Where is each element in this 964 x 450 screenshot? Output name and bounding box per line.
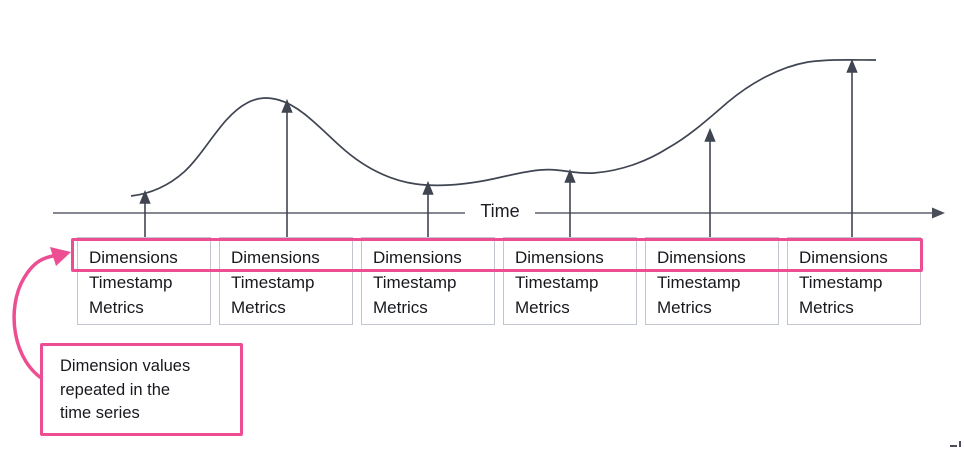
timestamp-label: Timestamp xyxy=(515,273,599,292)
callout-arrow xyxy=(12,253,60,383)
metrics-label: Metrics xyxy=(515,298,570,317)
record-box-1: Dimensions Timestamp Metrics xyxy=(77,237,211,325)
callout-text-line: time series xyxy=(60,404,140,422)
metrics-label: Metrics xyxy=(373,298,428,317)
record-box-3: Dimensions Timestamp Metrics xyxy=(361,237,495,325)
record-box-2: Dimensions Timestamp Metrics xyxy=(219,237,353,325)
callout-text-line: Dimension values xyxy=(60,357,191,375)
metrics-label: Metrics xyxy=(657,298,712,317)
timestamp-label: Timestamp xyxy=(373,273,457,292)
metrics-label: Metrics xyxy=(231,298,286,317)
metrics-label: Metrics xyxy=(799,298,854,317)
timestamp-label: Timestamp xyxy=(657,273,741,292)
dimensions-label: Dimensions xyxy=(799,248,888,267)
time-series-curve xyxy=(130,58,877,197)
time-axis-label: Time xyxy=(466,201,534,222)
timestamp-label: Timestamp xyxy=(231,273,315,292)
dimensions-label: Dimensions xyxy=(231,248,320,267)
callout-arrowhead-icon xyxy=(50,247,71,266)
dimensions-highlight-rect xyxy=(71,238,923,272)
dimensions-label: Dimensions xyxy=(89,248,178,267)
dimensions-label: Dimensions xyxy=(657,248,746,267)
axis-arrowhead-icon xyxy=(932,207,945,219)
record-box-6: Dimensions Timestamp Metrics xyxy=(787,237,921,325)
timestamp-label: Timestamp xyxy=(89,273,173,292)
dimensions-label: Dimensions xyxy=(373,248,462,267)
corner-artifact xyxy=(950,441,961,447)
metrics-label: Metrics xyxy=(89,298,144,317)
record-box-5: Dimensions Timestamp Metrics xyxy=(645,237,779,325)
value-arrows xyxy=(139,58,858,238)
callout-text-line: repeated in the xyxy=(60,380,171,399)
timestamp-label: Timestamp xyxy=(799,273,883,292)
dimensions-label: Dimensions xyxy=(515,248,604,267)
callout-box: Dimension values repeated in the time se… xyxy=(40,343,243,436)
record-box-4: Dimensions Timestamp Metrics xyxy=(503,237,637,325)
